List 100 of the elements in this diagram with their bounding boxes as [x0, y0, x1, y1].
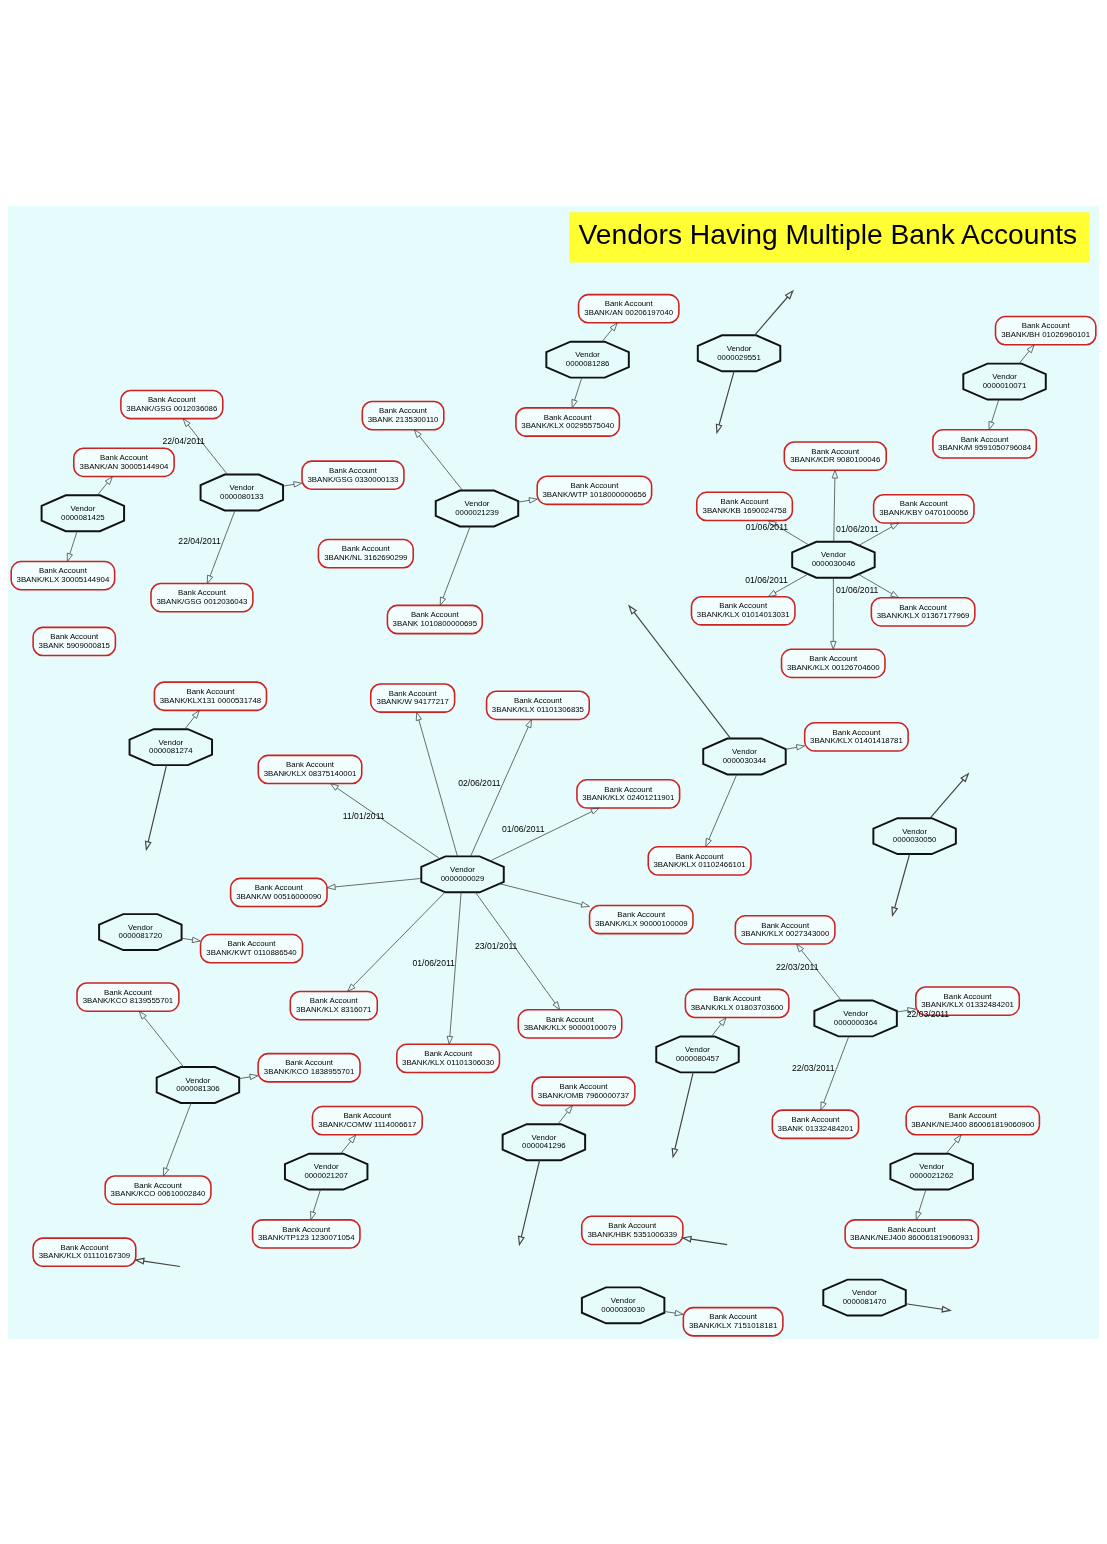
node-box: Bank Account 3BANK/GSG 0012036043	[150, 582, 254, 612]
edge-label: 01/06/2011	[745, 521, 789, 532]
arrow	[785, 743, 805, 750]
edge-label: 23/01/2011	[474, 940, 518, 951]
node-box: Bank Account 3BANK/KLX 01803703600	[684, 988, 790, 1018]
arrow	[470, 718, 532, 857]
arrow	[206, 509, 236, 584]
arrow	[664, 1309, 684, 1316]
node-box: Bank Account 3BANK/NEJ400 860061819060900	[905, 1105, 1041, 1136]
arrow	[415, 711, 458, 857]
arrow	[945, 1134, 962, 1154]
arrow	[138, 1010, 184, 1067]
arrow	[1018, 344, 1035, 364]
node-box: Bank Account 3BANK 2135300110	[361, 400, 445, 430]
node-box: Bank Account 3BANK/NEJ400 860061819060931	[844, 1218, 980, 1249]
arrow	[282, 480, 303, 487]
node-box: Bank Account 3BANK/HBK 5351006339	[580, 1215, 684, 1245]
node-box: Bank Account 3BANK/KLX 30005144904	[10, 560, 116, 590]
arrow	[601, 322, 618, 342]
node-box: Bank Account 3BANK/OMB 7960000737	[531, 1075, 636, 1106]
arrow	[796, 943, 842, 1001]
node-box: Bank Account 3BANK/KLX 8316071	[289, 990, 379, 1020]
arrow	[915, 1188, 927, 1220]
arrow	[905, 1302, 952, 1313]
arrow	[134, 1257, 181, 1267]
node-box: Bank Account 3BANK/KLX 02401211901	[576, 778, 681, 809]
node-box: Bank Account 3BANK/TP123 1230071054	[251, 1218, 361, 1249]
arrow	[163, 1102, 192, 1176]
arrow	[489, 807, 600, 861]
node-box: Bank Account 3BANK 01332484201	[771, 1108, 860, 1139]
node-box: Bank Account 3BANK/KLX 01401418781	[803, 721, 909, 752]
arrow	[182, 417, 228, 475]
arrow	[517, 1159, 541, 1246]
node-box: Bank Account 3BANK 1010800000695	[386, 604, 484, 634]
node-box: Bank Account 3BANK/M 9591050796084	[932, 428, 1038, 459]
arrow	[446, 891, 462, 1045]
node-box: Bank Account 3BANK/COMW 1114006617	[311, 1105, 423, 1136]
arrow	[475, 891, 561, 1010]
node-box: Bank Account 3BANK/KCO 1838955701	[257, 1052, 361, 1083]
arrow	[705, 773, 738, 847]
arrow	[181, 936, 201, 943]
node-box: Bank Account 3BANK/KCO 00610002840	[104, 1174, 212, 1205]
arrow	[326, 877, 422, 890]
node-box: Bank Account 3BANK/GSG 0012036086	[120, 389, 224, 419]
arrow	[557, 1104, 573, 1124]
node-box: Bank Account 3BANK/KLX 00126704600	[780, 648, 886, 678]
node-box: Bank Account 3BANK/KLX 01014013031	[690, 595, 796, 626]
arrow	[671, 1071, 694, 1158]
edge-label: 01/06/2011	[412, 957, 455, 968]
node-box: Bank Account 3BANK/KB 1690024758	[695, 491, 794, 521]
arrow	[340, 1134, 357, 1154]
node-box: Bank Account 3BANK/KLX 01110167309	[32, 1236, 137, 1267]
node-box: Bank Account 3BANK/KLX 01101306835	[485, 689, 591, 720]
node-box: Bank Account 3BANK/KLX 90000100009	[588, 904, 694, 934]
node-box: Bank Account 3BANK/GSG 0330000133	[301, 459, 405, 490]
node-box: Bank Account 3BANK/WTP 1018000000656	[536, 474, 653, 505]
node-box: Bank Account 3BANK/KLX 08375140001	[257, 754, 363, 784]
node-box: Bank Account 3BANK/W 00516000090	[229, 877, 328, 907]
edge-label: 01/06/2011	[836, 523, 879, 534]
node-box: Bank Account 3BANK/KLX 01101306030	[396, 1043, 501, 1073]
arrow	[896, 1006, 917, 1013]
arrow	[711, 1016, 727, 1037]
edge-label: 02/06/2011	[458, 777, 501, 788]
node-box: Bank Account 3BANK/KBY 0470100056	[872, 493, 975, 524]
arrow	[310, 1188, 321, 1220]
edge-label: 01/06/2011	[501, 823, 545, 834]
node-box: Bank Account 3BANK/KLX 90000100079	[517, 1008, 623, 1039]
node-box: Bank Account 3BANK 5909000815	[32, 626, 117, 656]
node-box: Bank Account 3BANK/NL 3162690299	[317, 538, 415, 569]
arrow	[715, 370, 735, 434]
arrow	[518, 496, 538, 503]
arrow	[97, 475, 113, 496]
diagram-title: Vendors Having Multiple Bank Accounts	[578, 217, 1078, 250]
arrow	[184, 709, 200, 729]
arrow	[754, 289, 794, 336]
node-box: Bank Account 3BANK/KDR 9080100046	[783, 440, 887, 471]
node-box: Bank Account 3BANK/KWT 0110886540	[199, 933, 304, 964]
arrow	[891, 853, 911, 917]
edge-label: 22/04/2011	[178, 535, 221, 546]
node-box: Bank Account 3BANK/KCO 8139555701	[76, 981, 180, 1012]
node-box: Bank Account 3BANK/KLX 00295575040	[515, 406, 621, 437]
arrow	[439, 525, 471, 606]
arrow	[238, 1073, 259, 1080]
arrow	[831, 469, 838, 542]
arrow	[628, 604, 732, 739]
node-box: Bank Account 3BANK/KLX 01367177969	[870, 596, 976, 627]
node-box: Bank Account 3BANK/AN 00206197040	[577, 293, 680, 324]
edge-label: 22/03/2011	[775, 961, 819, 972]
node-box: Bank Account 3BANK/KLX131 0000531748	[153, 680, 268, 711]
arrow	[767, 573, 809, 597]
arrow	[830, 576, 837, 650]
arrow	[330, 782, 441, 859]
arrow	[858, 573, 900, 598]
node-box: Bank Account 3BANK/AN 30005144904	[73, 446, 175, 477]
edge-label: 11/01/2011	[342, 810, 385, 821]
arrow	[929, 772, 970, 819]
node-box: Bank Account 3BANK/BH 01026960101	[994, 315, 1097, 346]
arrow	[767, 519, 810, 545]
edge-label: 22/03/2011	[792, 1062, 835, 1073]
arrow	[144, 764, 168, 851]
